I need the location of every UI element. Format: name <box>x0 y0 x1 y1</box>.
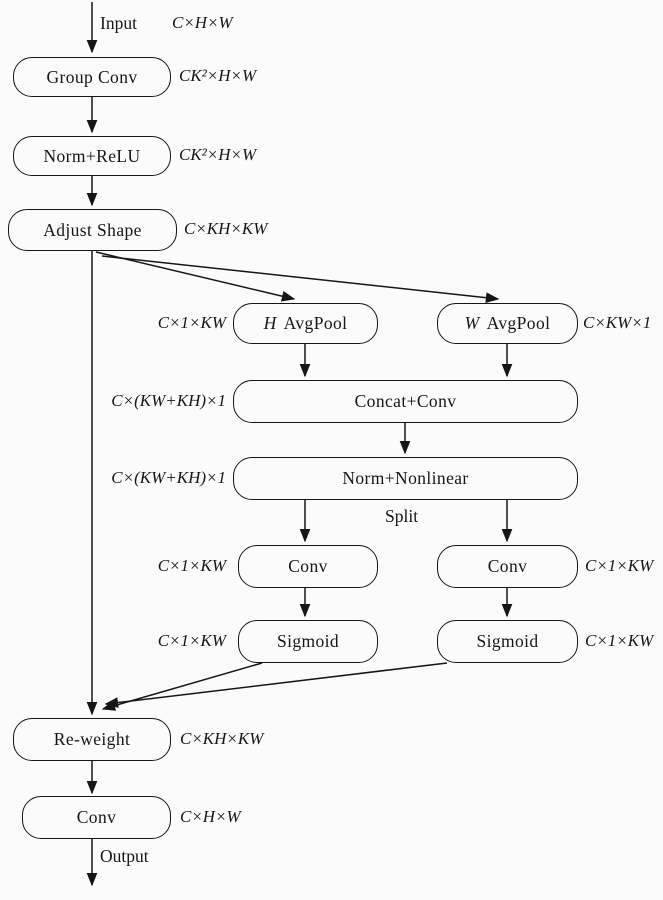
dim-group-conv: CK²×H×W <box>179 66 257 85</box>
split-label: Split <box>385 506 419 526</box>
dim-norm-nonlinear: C×(KW+KH)×1 <box>111 468 226 487</box>
node-reweight: Re-weight <box>13 718 171 761</box>
node-h-avgpool: H AvgPool <box>233 303 378 344</box>
node-concat-conv: Concat+Conv <box>233 380 578 423</box>
node-conv-final: Conv <box>22 796 171 839</box>
node-w-avgpool: W AvgPool <box>437 303 578 344</box>
dim-reweight: C×KH×KW <box>180 729 264 748</box>
dim-sigmoid-left: C×1×KW <box>157 631 226 650</box>
dim-sigmoid-right: C×1×KW <box>585 631 654 650</box>
dim-h-avgpool: C×1×KW <box>157 313 226 332</box>
dim-conv-final: C×H×W <box>180 807 241 826</box>
node-conv-left: Conv <box>238 545 378 588</box>
h-avgpool-text: AvgPool <box>283 313 348 333</box>
dim-conv-right: C×1×KW <box>585 556 654 575</box>
dim-concat-conv: C×(KW+KH)×1 <box>111 391 226 410</box>
arrow-adjust-to-h-avgpool <box>95 251 296 302</box>
output-label: Output <box>100 846 149 866</box>
arrow-sigmoid-right-to-reweight <box>104 662 448 708</box>
node-adjust-shape: Adjust Shape <box>8 209 177 251</box>
dim-w-avgpool: C×KW×1 <box>583 313 652 332</box>
h-avgpool-variable: H <box>263 313 277 333</box>
arrow-adjust-to-w-avgpool <box>101 255 500 304</box>
dim-conv-left: C×1×KW <box>157 556 226 575</box>
node-norm-nonlinear: Norm+Nonlinear <box>233 457 578 500</box>
node-sigmoid-right: Sigmoid <box>437 620 578 663</box>
node-group-conv: Group Conv <box>13 57 171 97</box>
node-sigmoid-left: Sigmoid <box>238 620 378 663</box>
node-conv-right: Conv <box>437 545 578 588</box>
dim-input: C×H×W <box>172 13 233 32</box>
w-avgpool-text: AvgPool <box>486 313 551 333</box>
dim-adjust-shape: C×KH×KW <box>184 219 268 238</box>
input-label: Input <box>100 13 137 33</box>
dim-norm-relu: CK²×H×W <box>179 145 257 164</box>
node-norm-relu: Norm+ReLU <box>13 136 171 176</box>
w-avgpool-variable: W <box>464 313 480 333</box>
